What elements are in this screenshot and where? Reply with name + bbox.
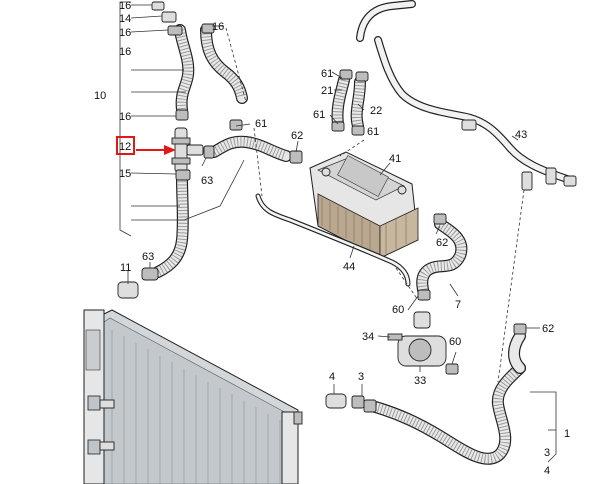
- lower-hose-part-1: [325, 323, 527, 465]
- callout-62-c: 62: [542, 323, 554, 335]
- highlight-arrow-head: [164, 145, 176, 155]
- callout-22: 22: [370, 105, 382, 117]
- callout-labels: 16 14 16 16 16 10 16 61 62 12 63 15 61 2…: [94, 0, 570, 477]
- callout-60-b: 60: [449, 336, 461, 348]
- callout-11: 11: [120, 262, 131, 274]
- callout-16-a: 16: [119, 0, 131, 12]
- callout-15: 15: [119, 168, 131, 180]
- callout-41: 41: [389, 153, 401, 165]
- callout-63-b: 63: [142, 251, 154, 263]
- callout-1: 1: [564, 428, 570, 440]
- callout-4-a: 4: [329, 371, 335, 383]
- radiator: [83, 309, 303, 484]
- callout-44: 44: [343, 261, 355, 273]
- callout-3-a: 3: [358, 371, 364, 383]
- callout-10: 10: [94, 90, 106, 102]
- callout-21: 21: [321, 85, 333, 97]
- callout-16-b: 16: [119, 27, 131, 39]
- callout-61-a: 61: [255, 118, 267, 130]
- callout-12: 12: [119, 141, 131, 153]
- dashed-leader-lines: [225, 27, 525, 383]
- callout-63-a: 63: [201, 175, 213, 187]
- callout-16-c: 16: [119, 46, 131, 58]
- callout-62-b: 62: [436, 237, 448, 249]
- callout-7: 7: [455, 299, 461, 311]
- hose-part-7: [416, 213, 468, 301]
- highlight-box: [116, 136, 135, 155]
- callout-62-a: 62: [291, 130, 303, 142]
- callout-61-d: 61: [367, 126, 379, 138]
- callout-61-c: 61: [313, 109, 325, 121]
- coolant-pump-part-33: [387, 311, 459, 375]
- callout-3-b: 3: [544, 447, 550, 459]
- callout-60-a: 60: [392, 304, 404, 316]
- oil-cooler-part-41: [309, 151, 419, 259]
- callout-33: 33: [414, 375, 426, 387]
- leader-lines: [119, 1, 557, 463]
- left-coolant-hose-assembly: [152, 24, 292, 278]
- t-connector-part-12: [171, 127, 204, 173]
- callout-43: 43: [515, 129, 527, 141]
- callout-16-e: 16: [119, 111, 131, 123]
- highlight-callout-12: [116, 136, 176, 155]
- coolant-pipe-part-43: [356, 0, 577, 191]
- callout-16-d: 16: [212, 21, 224, 33]
- callout-61-b: 61: [321, 68, 333, 80]
- hose-clamps-left: [117, 1, 303, 299]
- callout-34: 34: [362, 331, 374, 343]
- callout-14: 14: [119, 13, 131, 25]
- hoses-part-21-22: [331, 69, 369, 136]
- callout-4-b: 4: [544, 465, 550, 477]
- pipe-part-44: [255, 193, 411, 287]
